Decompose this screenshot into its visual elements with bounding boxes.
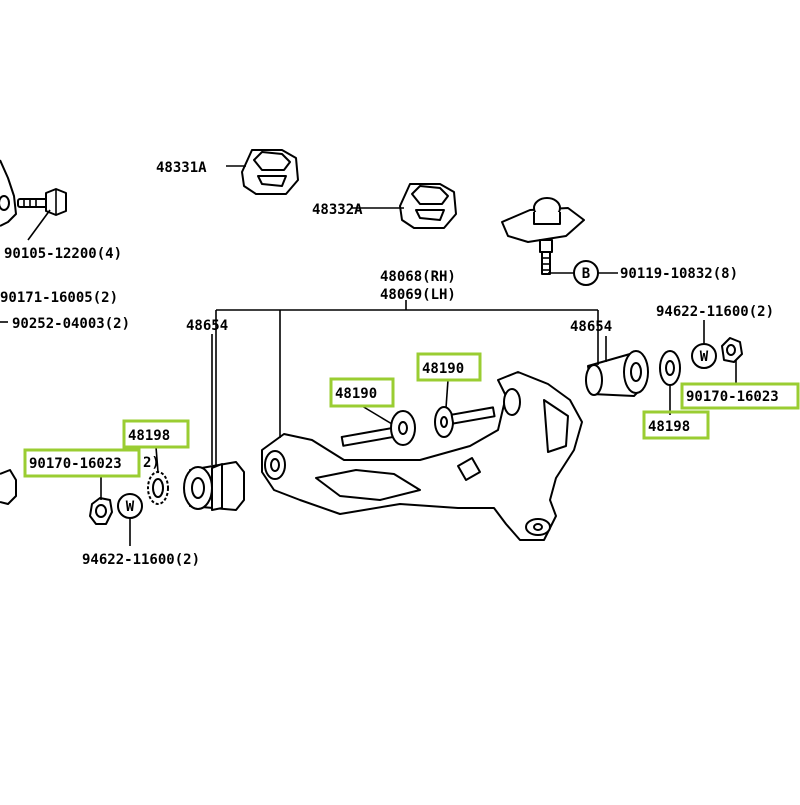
washer-left-label: W [126,499,135,515]
leader-lines [0,165,737,546]
bushing-right [585,350,649,397]
label-48069: 48069(LH) [380,287,456,303]
ball-joint [501,197,585,275]
label-90170-left: 90170-16023 [29,456,122,472]
label-90105: 90105-12200(4) [4,246,122,262]
label-48198-right: 48198 [648,419,690,435]
nut-partial-left [0,469,17,505]
label-48654-right: 48654 [570,319,612,335]
label-90170-right: 90170-16023 [686,389,779,405]
symbol-b: B [573,260,599,286]
symbol-b-label: B [582,266,590,282]
bump-stopper-48331a [241,149,299,195]
knuckle-partial [0,159,17,227]
label-48198-left: 48198 [128,428,170,444]
label-48198-left-suffix: 2) [143,455,160,471]
highlight-48190-right [416,352,482,382]
highlight-90170-right [680,382,800,410]
washer-right-label: W [700,349,709,365]
label-90119: 90119-10832(8) [620,266,738,282]
camber-bolt-left [340,410,416,447]
highlight-90170-left [23,448,141,478]
label-48331a: 48331A [156,160,207,176]
bushing-left [183,461,245,511]
lower-control-arm [261,371,583,541]
label-94622-left: 94622-11600(2) [82,552,200,568]
label-94622-right: 94622-11600(2) [656,304,774,320]
label-48190-left: 48190 [335,386,377,402]
nut-right [721,337,743,363]
toothed-washer-left [147,471,169,505]
highlight-boxes [23,352,800,478]
washer-48198-right [659,350,681,386]
label-48190-right: 48190 [422,361,464,377]
highlight-48198-left [122,419,190,449]
camber-bolt-right [434,406,496,438]
highlight-48190-left [329,377,395,408]
bolt-90105 [17,188,67,216]
highlight-48198-right [642,410,710,440]
label-90252: 90252-04003(2) [12,316,130,332]
label-48068: 48068(RH) [380,269,456,285]
label-48332a: 48332A [312,202,363,218]
bump-stopper-48332a [399,183,457,229]
nut-left [89,497,113,525]
label-90171: 90171-16005(2) [0,290,118,306]
label-48654-left: 48654 [186,318,228,334]
